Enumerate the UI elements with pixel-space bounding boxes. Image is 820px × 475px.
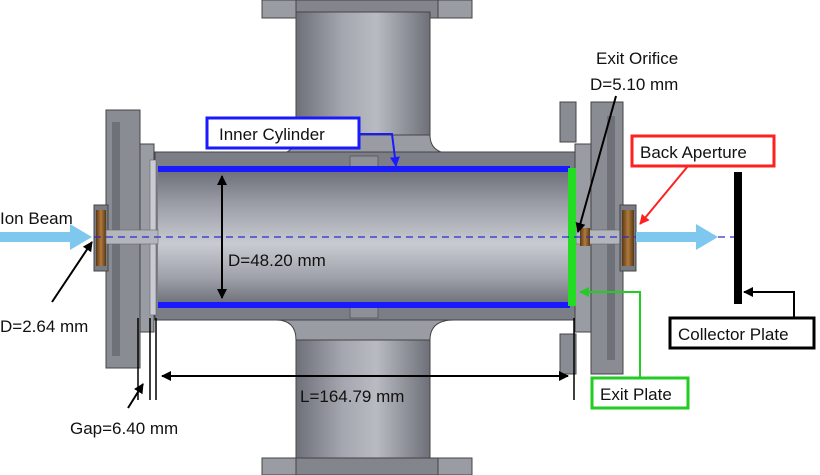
vertical-tube-bottom <box>261 319 473 475</box>
svg-text:Inner Cylinder: Inner Cylinder <box>219 125 325 144</box>
front-aperture-leader <box>51 241 93 303</box>
svg-text:Back Aperture: Back Aperture <box>640 143 747 162</box>
right-flange <box>559 101 637 375</box>
beam-out-arrow-icon <box>636 224 718 250</box>
gap-dimension <box>127 318 151 409</box>
back-aperture-callout: Back Aperture <box>630 134 776 225</box>
length-dimension <box>155 318 575 400</box>
svg-text:Collector Plate: Collector Plate <box>678 325 789 344</box>
length-label: L=164.79 mm <box>300 387 404 406</box>
exit-orifice-title: Exit Orifice <box>596 49 678 68</box>
exit-orifice-diameter: D=5.10 mm <box>590 75 678 94</box>
left-flange <box>93 109 159 369</box>
svg-text:Exit Plate: Exit Plate <box>600 385 672 404</box>
collector-plate <box>734 172 742 304</box>
main-cylinder-body <box>154 151 576 321</box>
inner-diameter-label: D=48.20 mm <box>228 251 326 270</box>
exit-orifice-callout: Exit Orifice D=5.10 mm <box>575 49 678 233</box>
collector-plate-callout: Collector Plate <box>668 287 816 350</box>
inner-cylinder <box>158 166 570 308</box>
exit-plate <box>568 168 576 306</box>
ion-beam-label: Ion Beam <box>0 209 73 228</box>
exit-plate-callout: Exit Plate <box>579 287 690 410</box>
front-aperture-diameter-label: D=2.64 mm <box>0 317 88 336</box>
inner-cylinder-callout: Inner Cylinder <box>205 116 400 167</box>
beam-in-arrow-icon <box>0 224 92 250</box>
gap-label: Gap=6.40 mm <box>70 419 178 438</box>
